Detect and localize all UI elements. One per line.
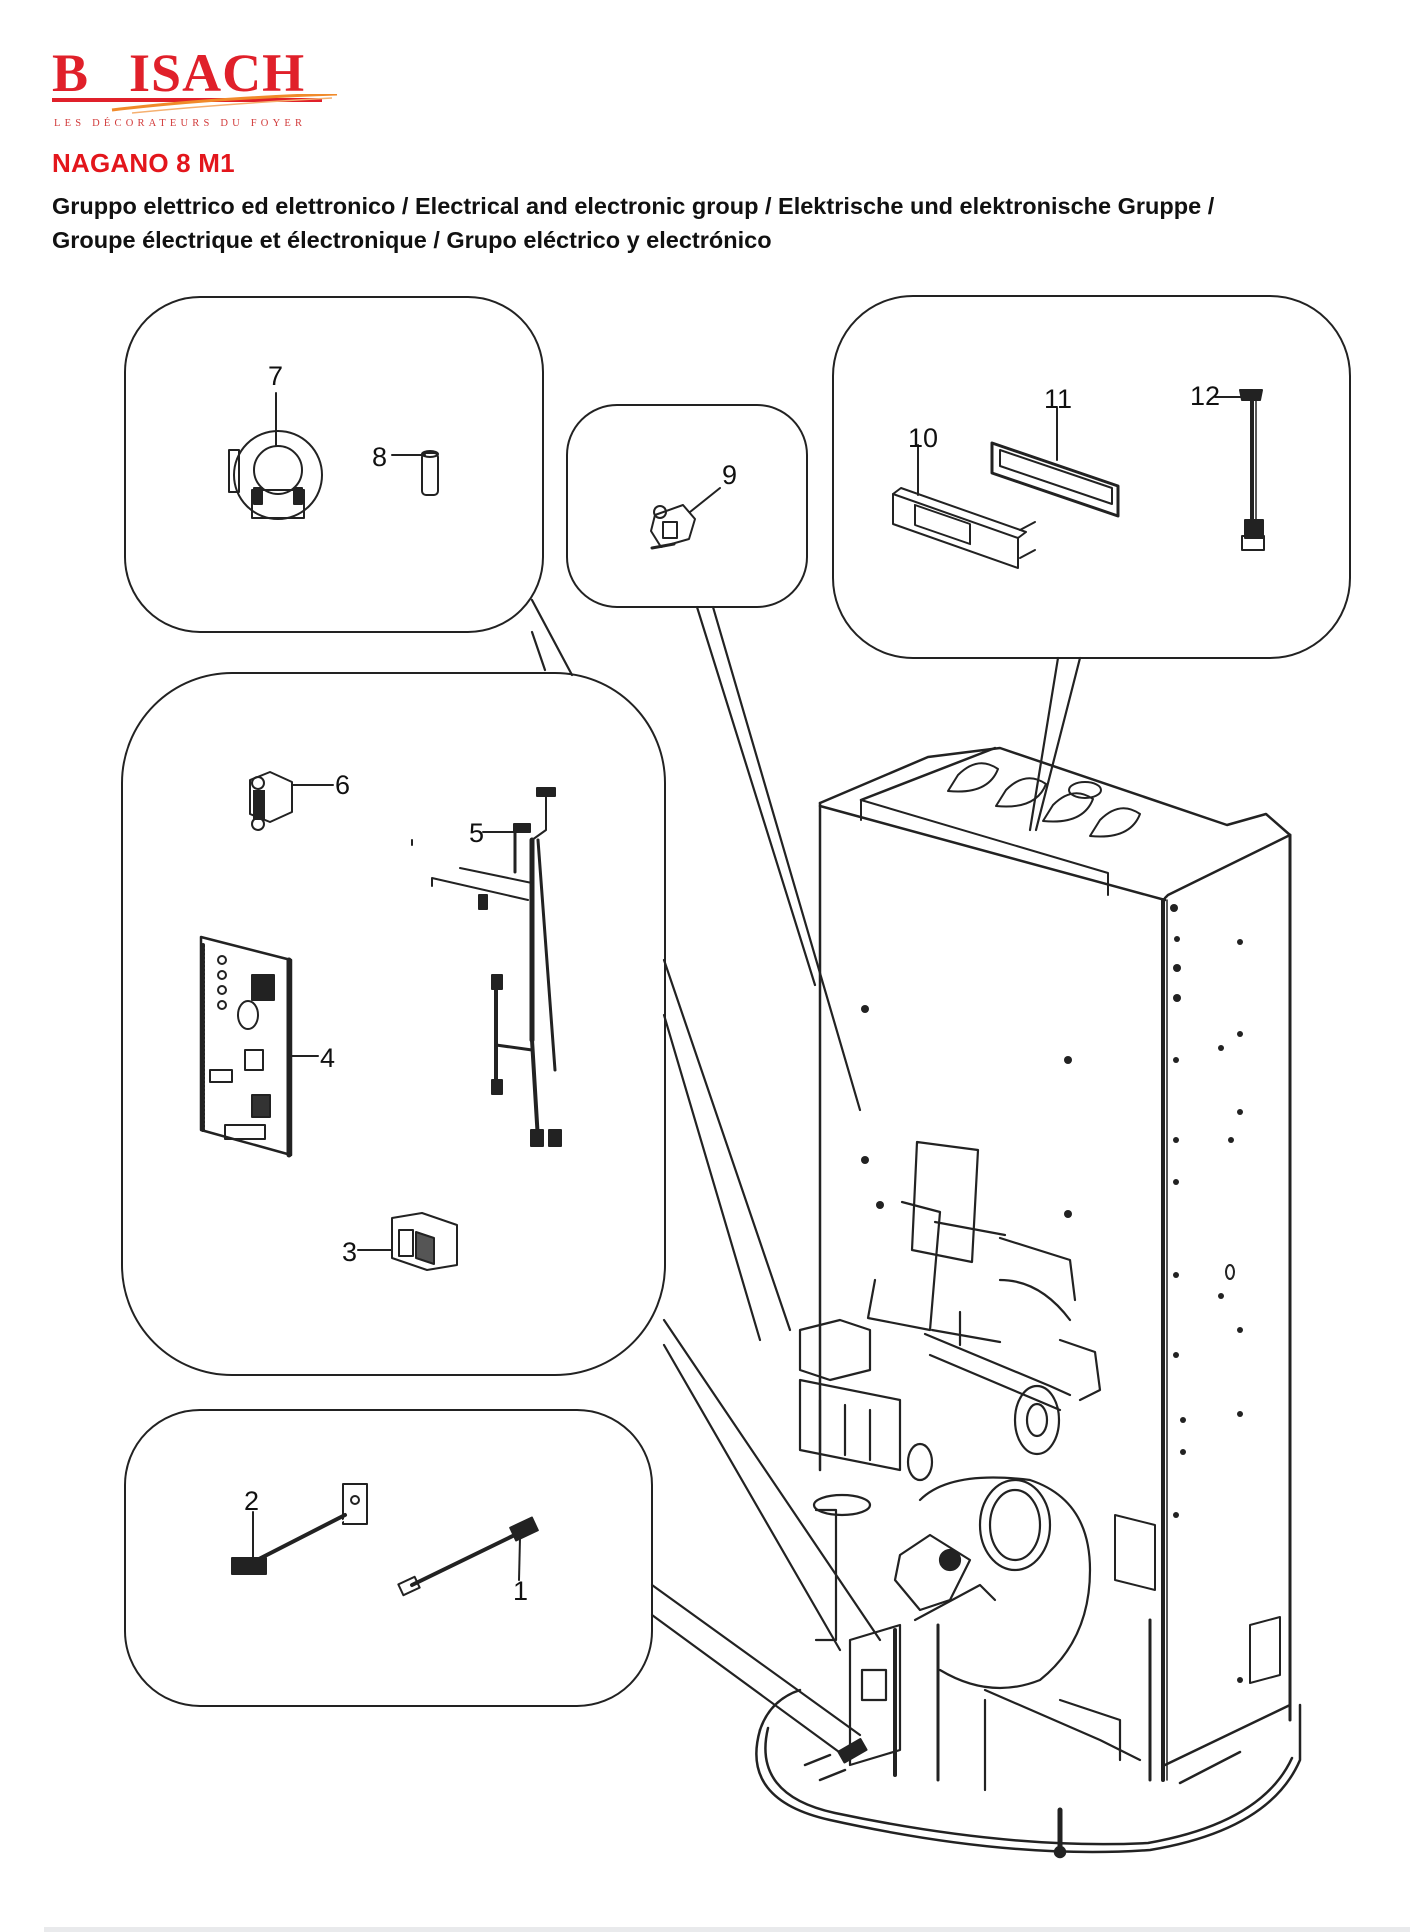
brisach-logo: BRISACH LES DÉCORATEURS DU FOYER (52, 40, 342, 134)
part-3-power-switch-icon (357, 1212, 458, 1271)
logo-wordmark: BRISACH (52, 40, 306, 104)
leader-line-d3 (662, 1318, 882, 1642)
parts-group-a (124, 296, 544, 633)
logo-letter-b: B (52, 43, 90, 103)
callout-6: 6 (335, 770, 350, 800)
parts-group-c (832, 295, 1351, 659)
pellet-feeder-mechanism (798, 1140, 1102, 1482)
callout-5: 5 (469, 818, 484, 848)
leader-line-c2 (1034, 656, 1082, 832)
part-2-temperature-probe-icon (231, 1483, 368, 1575)
callout-bubble-c (832, 295, 1351, 659)
leader-line-d1 (662, 958, 792, 1332)
callout-12: 12 (1190, 381, 1220, 411)
parts-group-b (566, 404, 808, 608)
callout-9: 9 (722, 460, 737, 490)
parts-group-e (124, 1409, 653, 1707)
callout-4: 4 (320, 1043, 335, 1073)
logo-tagline: LES DÉCORATEURS DU FOYER (54, 118, 307, 129)
leader-line-c1 (1028, 656, 1060, 832)
leader-lines (530, 598, 1082, 1762)
part-11-display-frame-icon (990, 407, 1120, 518)
part-1-probe-icon (397, 1516, 539, 1597)
callout-bubble-a (124, 296, 544, 633)
leader-line-d4 (662, 1343, 842, 1652)
leader-line-e2 (650, 1613, 852, 1762)
part-5-wiring-harness-icon (431, 787, 562, 1147)
leader-line-b1 (695, 605, 817, 987)
part-9-safety-thermostat-icon (650, 487, 721, 550)
callout-1: 1 (513, 1576, 528, 1606)
callout-3: 3 (342, 1237, 357, 1267)
part-7-pressure-switch-icon (228, 392, 323, 520)
logo-swoosh-icon (52, 94, 338, 114)
callout-8: 8 (372, 442, 387, 472)
leader-line-d2 (662, 1013, 762, 1342)
bottom-scroll-bar (44, 1927, 1410, 1932)
leader-line-b2 (711, 605, 862, 1112)
page-subtitle: Gruppo elettrico ed elettronico / Electr… (52, 189, 1382, 257)
callout-numbers: 7 8 9 10 11 12 6 5 4 3 2 1 (244, 361, 1220, 1606)
stove-assembly-drawing (755, 746, 1302, 1859)
callout-7: 7 (268, 361, 283, 391)
stove-base-plate (755, 1688, 1302, 1859)
callout-bubble-d (121, 672, 666, 1376)
part-10-control-panel-icon (892, 444, 1036, 569)
leader-line-e1 (650, 1583, 862, 1737)
leader-line-a1 (530, 598, 574, 677)
part-8-capacitor-icon (391, 450, 439, 496)
subtitle-line-1: Gruppo elettrico ed elettronico / Electr… (52, 193, 1215, 219)
page-title: NAGANO 8 M1 (52, 148, 235, 178)
callout-11: 11 (1044, 384, 1072, 414)
part-12-ribbon-cable-icon (1214, 389, 1265, 551)
callout-2: 2 (244, 1486, 259, 1516)
logo-letters-isach: ISACH (129, 43, 306, 103)
panel-holes (861, 904, 1243, 1683)
combustion-fan-assembly (812, 1476, 1152, 1792)
part-6-power-socket-icon (249, 771, 334, 831)
part-4-control-board-icon (199, 935, 319, 1158)
logo-letter-r-highlight: R (85, 40, 134, 104)
leader-line-a2 (530, 630, 547, 672)
subtitle-line-2: Groupe électrique et électronique / Grup… (52, 227, 772, 253)
callout-10: 10 (908, 423, 938, 453)
parts-group-d (121, 672, 666, 1376)
callout-bubble-e (124, 1409, 653, 1707)
callout-bubble-b (566, 404, 808, 608)
